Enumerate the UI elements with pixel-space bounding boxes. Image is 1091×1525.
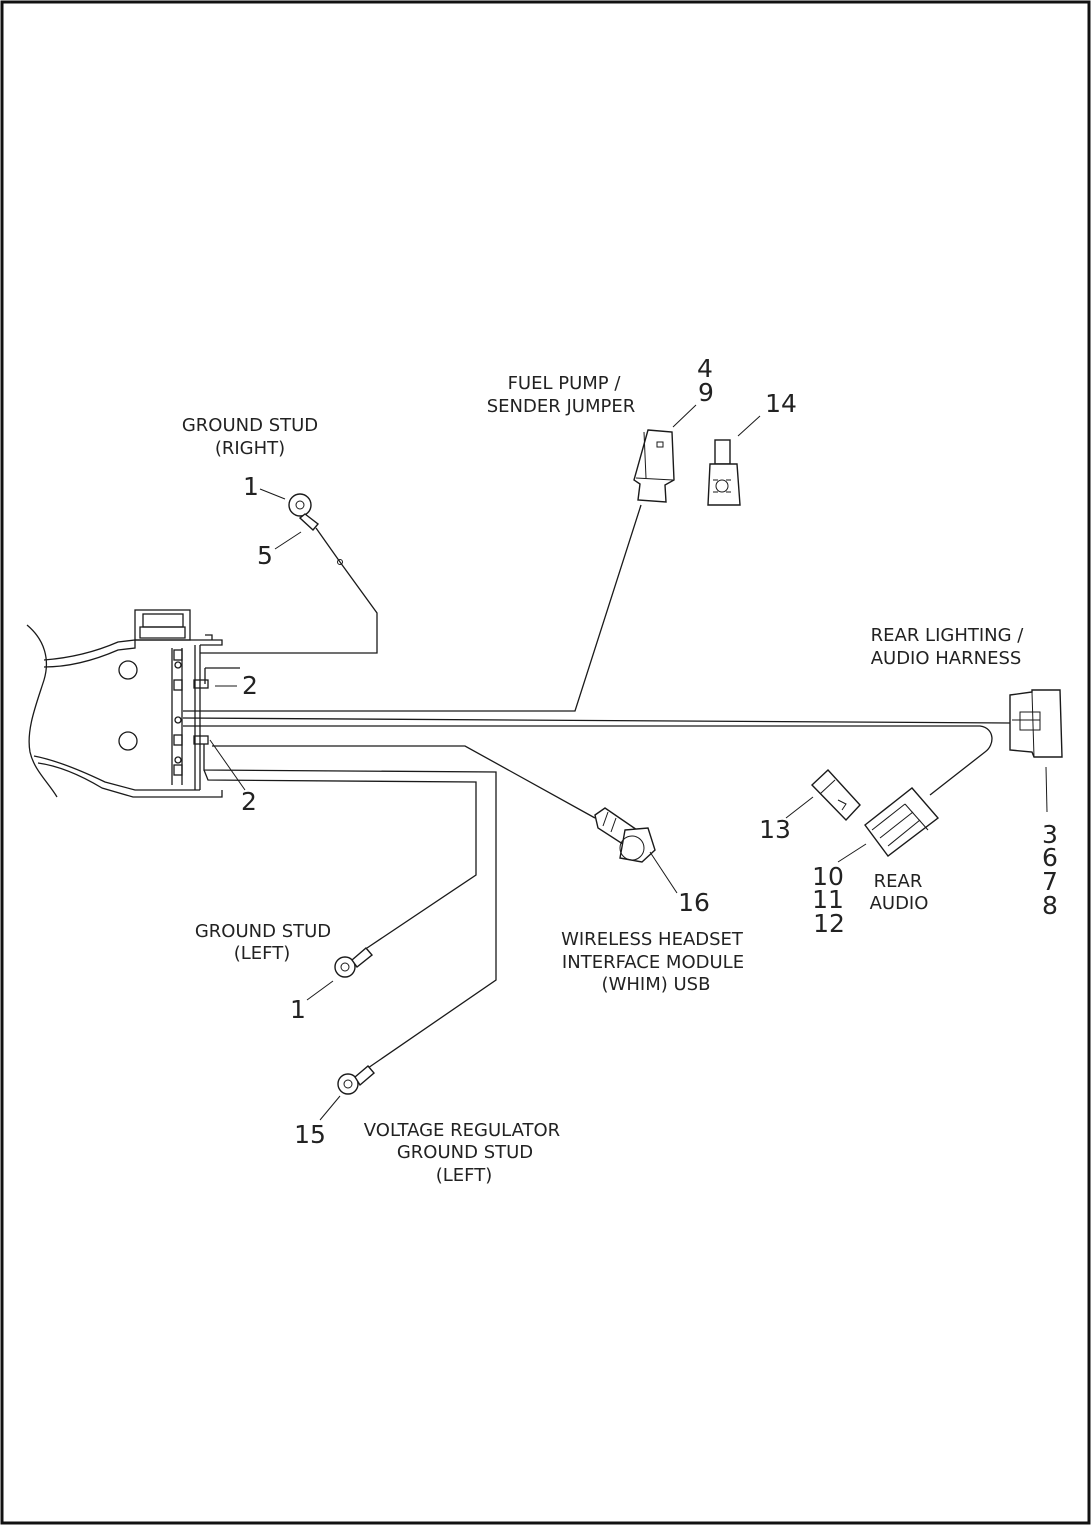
svg-text:AUDIO: AUDIO [870, 893, 929, 914]
callout-1-left: 1 [290, 995, 306, 1024]
callout-10: 10 [812, 862, 844, 891]
svg-text:(LEFT): (LEFT) [436, 1165, 492, 1186]
callout-2-bottom: 2 [241, 787, 257, 816]
label-whim: WIRELESS HEADSET INTERFACE MODULE (WHIM)… [561, 929, 744, 995]
svg-text:FUEL PUMP /: FUEL PUMP / [508, 373, 622, 394]
callout-4: 4 [697, 354, 713, 383]
ring-terminal-left [334, 947, 374, 978]
callout-8: 8 [1042, 891, 1058, 920]
fuel-pump-connector [633, 429, 675, 503]
svg-text:REAR LIGHTING /: REAR LIGHTING / [871, 625, 1025, 646]
svg-text:SENDER JUMPER: SENDER JUMPER [487, 396, 635, 417]
callout-7: 7 [1042, 867, 1058, 896]
svg-text:(LEFT): (LEFT) [234, 943, 290, 964]
svg-text:VOLTAGE REGULATOR: VOLTAGE REGULATOR [364, 1120, 560, 1141]
svg-text:GROUND STUD: GROUND STUD [182, 415, 318, 436]
svg-text:GROUND STUD: GROUND STUD [397, 1142, 533, 1163]
callout-14: 14 [765, 389, 797, 418]
rear-lighting-connector [1009, 689, 1063, 758]
svg-text:REAR: REAR [874, 871, 923, 892]
callout-9: 9 [698, 378, 714, 407]
ring-terminal-voltage-regulator [337, 1065, 375, 1095]
label-voltage-regulator: VOLTAGE REGULATOR GROUND STUD (LEFT) [364, 1120, 560, 1186]
svg-text:(WHIM) USB: (WHIM) USB [602, 974, 711, 995]
harness-wires [182, 504, 1011, 1069]
callout-13: 13 [759, 815, 791, 844]
callout-3: 3 [1042, 820, 1058, 849]
svg-text:(RIGHT): (RIGHT) [215, 438, 285, 459]
label-rear-audio: REAR AUDIO [870, 871, 929, 914]
callout-15: 15 [294, 1120, 326, 1149]
connector-14 [707, 439, 741, 506]
label-ground-stud-left: GROUND STUD (LEFT) [195, 921, 331, 964]
whim-usb-connector [594, 807, 656, 863]
svg-text:GROUND STUD: GROUND STUD [195, 921, 331, 942]
label-fuel-pump: FUEL PUMP / SENDER JUMPER [487, 373, 635, 417]
callout-12: 12 [813, 909, 845, 938]
frame-bracket [26, 609, 223, 798]
rear-audio-connector [864, 787, 940, 857]
callout-5: 5 [257, 541, 273, 570]
callout-2-top: 2 [242, 671, 258, 700]
label-rear-lighting: REAR LIGHTING / AUDIO HARNESS [871, 625, 1025, 669]
callout-1-right: 1 [243, 472, 259, 501]
leader-lines [209, 404, 1048, 1121]
svg-text:WIRELESS HEADSET: WIRELESS HEADSET [561, 929, 744, 950]
callout-16: 16 [678, 888, 710, 917]
callout-6: 6 [1042, 843, 1058, 872]
svg-text:AUDIO HARNESS: AUDIO HARNESS [871, 648, 1022, 669]
ring-terminal-right [288, 493, 343, 565]
callout-11: 11 [812, 885, 844, 914]
connector-13 [811, 769, 861, 822]
label-ground-stud-right: GROUND STUD (RIGHT) [182, 415, 318, 459]
callout-numbers: 1 5 2 2 4 9 14 3 6 7 8 13 10 11 12 16 1 … [241, 354, 1058, 1149]
svg-text:INTERFACE MODULE: INTERFACE MODULE [562, 952, 744, 973]
